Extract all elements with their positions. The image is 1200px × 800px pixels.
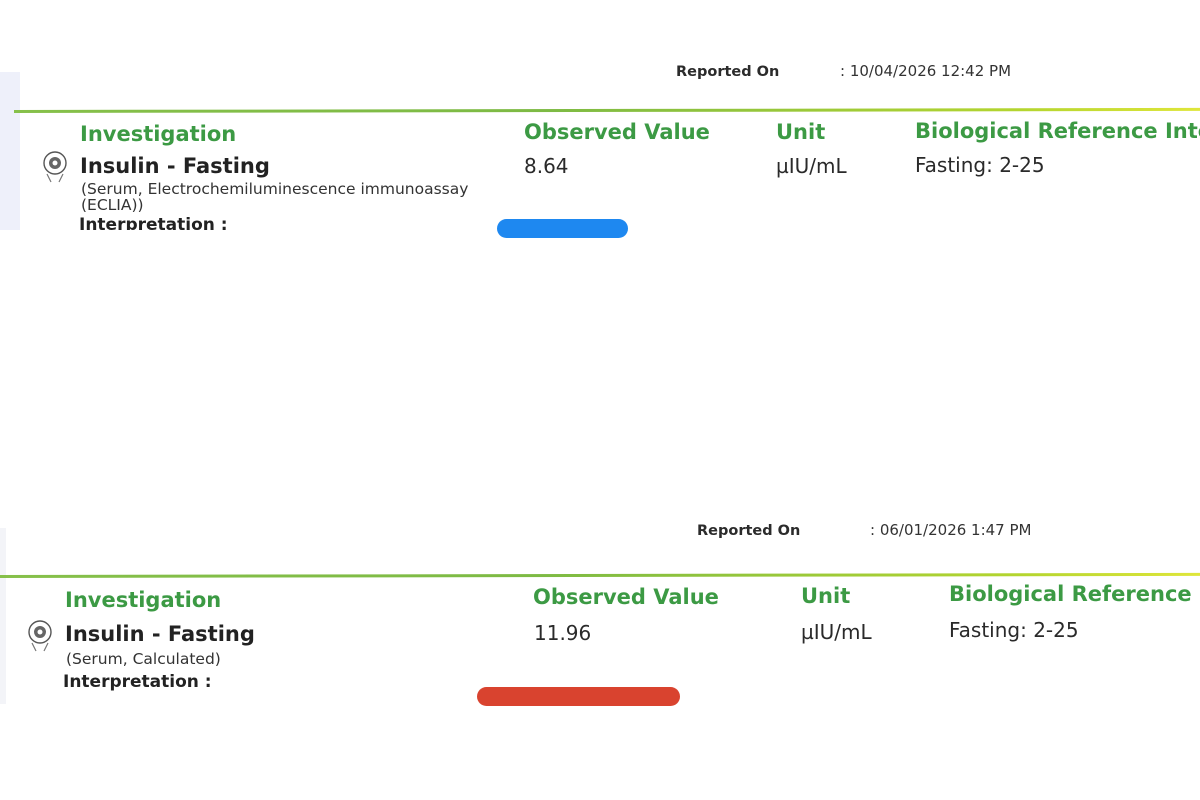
interpretation-label: Interpretation : (63, 672, 212, 692)
test-method: (Serum, Calculated) (66, 650, 221, 668)
left-edge-strip (0, 528, 6, 704)
col-header-observed-value: Observed Value (524, 120, 710, 144)
left-edge-strip (0, 72, 20, 230)
unit-value: µIU/mL (776, 154, 847, 178)
lab-seal-icon (43, 151, 67, 183)
reported-on-label: Reported On (676, 64, 780, 80)
reported-on-label: Reported On (697, 523, 801, 539)
report-crop-recent: Reported On : 10/04/2026 12:42 PM Invest… (0, 62, 1200, 230)
col-header-reference: Biological Reference In (949, 582, 1200, 606)
reported-on-value: : 10/04/2026 12:42 PM (840, 62, 1012, 80)
col-header-observed-value: Observed Value (533, 585, 719, 609)
interpretation-label: Interpretation : (79, 215, 228, 230)
reference-range: Fasting: 2-25 (949, 618, 1079, 642)
col-header-unit: Unit (776, 120, 826, 144)
reference-range: Fasting: 2-25 (915, 153, 1045, 177)
lab-seal-icon (28, 620, 52, 652)
report-crop-older: Reported On : 06/01/2026 1:47 PM Investi… (0, 518, 1200, 704)
header-rule (13, 107, 1200, 113)
col-header-investigation: Investigation (65, 588, 222, 612)
unit-value: µIU/mL (801, 620, 872, 644)
col-header-unit: Unit (801, 584, 851, 608)
test-method: (Serum, Electrochemiluminescence immunoa… (81, 180, 469, 214)
observed-value: 8.64 (524, 154, 569, 178)
header-rule (0, 572, 1200, 578)
highlight-mark-blue (497, 219, 628, 238)
highlight-mark-red (477, 687, 680, 706)
test-name: Insulin - Fasting (65, 622, 255, 646)
test-name: Insulin - Fasting (80, 154, 270, 178)
observed-value: 11.96 (534, 621, 592, 645)
col-header-reference: Biological Reference Interva (915, 119, 1200, 143)
reported-on-value: : 06/01/2026 1:47 PM (870, 521, 1032, 539)
col-header-investigation: Investigation (80, 122, 237, 146)
